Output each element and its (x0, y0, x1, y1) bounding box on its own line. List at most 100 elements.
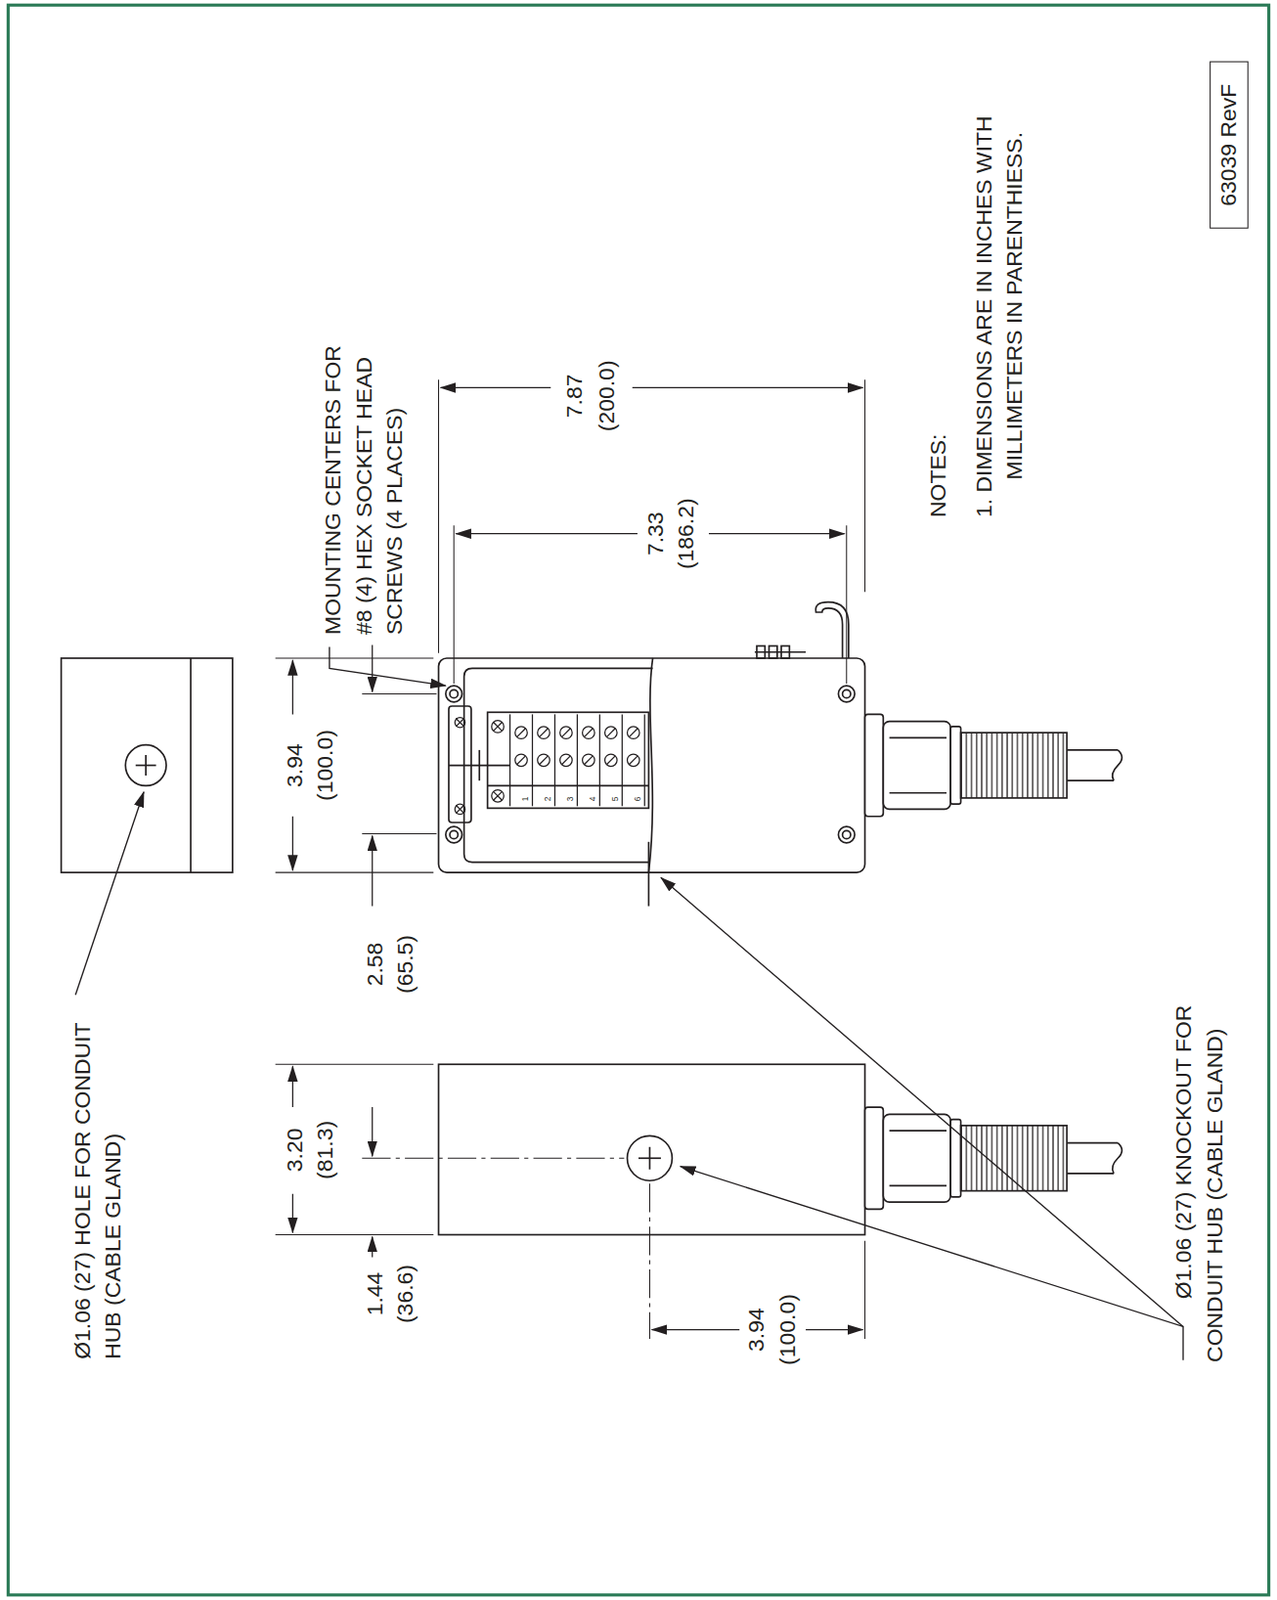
dimension-value: 3.94 (741, 1307, 772, 1352)
extension-line (361, 1157, 624, 1159)
terminal-part (539, 728, 548, 737)
dimension-line (292, 1065, 294, 1107)
callout-text: MOUNTING CENTERS FOR #8 (4) HEX SOCKET H… (317, 318, 410, 635)
terminal-part (493, 722, 502, 731)
terminal-part (584, 755, 593, 764)
terminal-part (455, 718, 464, 727)
terminal-part (493, 792, 502, 800)
cable-gland (889, 1129, 947, 1132)
dimension-line (292, 1193, 294, 1233)
dimension-line (292, 660, 294, 714)
top-view (815, 602, 849, 659)
leader-line (75, 792, 144, 996)
terminal-part (560, 753, 573, 767)
end-view (61, 658, 233, 873)
terminal-part (517, 728, 526, 737)
terminal-part (455, 804, 464, 813)
revision-box: 63039 RevF (1209, 61, 1249, 229)
terminal-part (455, 718, 464, 727)
leader-line (75, 647, 1184, 1361)
terminal-part (537, 726, 551, 740)
dimension-value: 7.33 (640, 511, 671, 556)
cable-gland (889, 737, 947, 740)
cable-gland (889, 792, 947, 794)
extension-line (845, 525, 847, 684)
side-view (439, 1063, 866, 1234)
terminal-part (629, 728, 638, 737)
cable-gland (1066, 1142, 1118, 1145)
top-view (445, 685, 463, 703)
terminal-part (509, 713, 511, 806)
top-view (648, 841, 651, 907)
extension-line (453, 525, 455, 684)
terminal-part (455, 804, 464, 813)
terminal-part (491, 720, 505, 734)
top-view (837, 826, 855, 843)
terminal-part (562, 728, 571, 737)
terminal-part (627, 726, 641, 740)
dimension-value: 1.44 (359, 1272, 391, 1317)
notes-heading: NOTES: (923, 211, 954, 518)
revision-text: 63039 RevF (1213, 84, 1244, 207)
cable-gland (1066, 779, 1114, 782)
extension-line (361, 693, 437, 695)
dimension-line (708, 532, 845, 534)
extension-line (275, 657, 435, 659)
terminal-part (607, 728, 616, 737)
extension-line (275, 1063, 435, 1065)
top-view (842, 689, 851, 698)
terminal-part (629, 755, 638, 764)
callout-text: Ø1.06 (27) HOLE FOR CONDUIT HUB (CABLE G… (67, 1012, 130, 1360)
top-view (449, 830, 458, 838)
side-view (649, 1146, 652, 1170)
dimension-line (292, 387, 863, 1329)
dimension-line (371, 644, 373, 692)
terminal-part (454, 803, 465, 814)
terminal-part (515, 726, 529, 740)
terminal-part (454, 717, 465, 728)
terminal-number: 2 (543, 796, 554, 802)
top-view (754, 651, 806, 654)
cable-gland (865, 713, 1123, 816)
dimension-line (371, 1236, 373, 1258)
extension-line (275, 1233, 435, 1235)
dimension-value: (36.6) (391, 1264, 422, 1323)
leader-line (329, 647, 446, 687)
callout-text: Ø1.06 (27) KNOCKOUT FOR CONDUIT HUB (CAB… (1168, 973, 1231, 1362)
terminal-part (576, 713, 578, 806)
dimension-line (371, 1106, 373, 1156)
cable-gland (865, 1106, 1123, 1209)
dimension-line (455, 532, 638, 534)
dimension-value: 2.58 (359, 942, 391, 987)
terminal-part (582, 726, 596, 740)
end-view (61, 658, 233, 873)
top-view (448, 705, 472, 823)
dimension-line (632, 387, 864, 389)
terminal-part (517, 755, 526, 764)
dimension-value: (81.3) (309, 1120, 341, 1180)
end-view (125, 745, 167, 787)
terminal-part (493, 722, 502, 731)
cable-gland (889, 1185, 947, 1188)
dimension-value: 3.94 (279, 743, 310, 788)
terminal-part (599, 713, 601, 806)
terminal-part (537, 753, 551, 767)
extension-line (864, 1240, 866, 1339)
dimension-line (652, 1328, 741, 1330)
dimension-value: (200.0) (591, 359, 622, 432)
terminal-part (515, 753, 529, 767)
cable-gland (961, 732, 1067, 798)
end-view (144, 754, 147, 776)
top-view (445, 826, 463, 843)
terminal-number: 5 (611, 796, 621, 802)
terminal-part (605, 753, 618, 767)
dimension-line (371, 836, 373, 907)
cable-gland (882, 1113, 951, 1202)
end-view (189, 658, 192, 873)
terminal-part (491, 790, 505, 803)
terminal-part (584, 728, 593, 737)
top-view (449, 689, 458, 698)
dimension-value: (100.0) (772, 1293, 803, 1366)
extension-line (864, 379, 866, 592)
extension-line (361, 833, 437, 835)
